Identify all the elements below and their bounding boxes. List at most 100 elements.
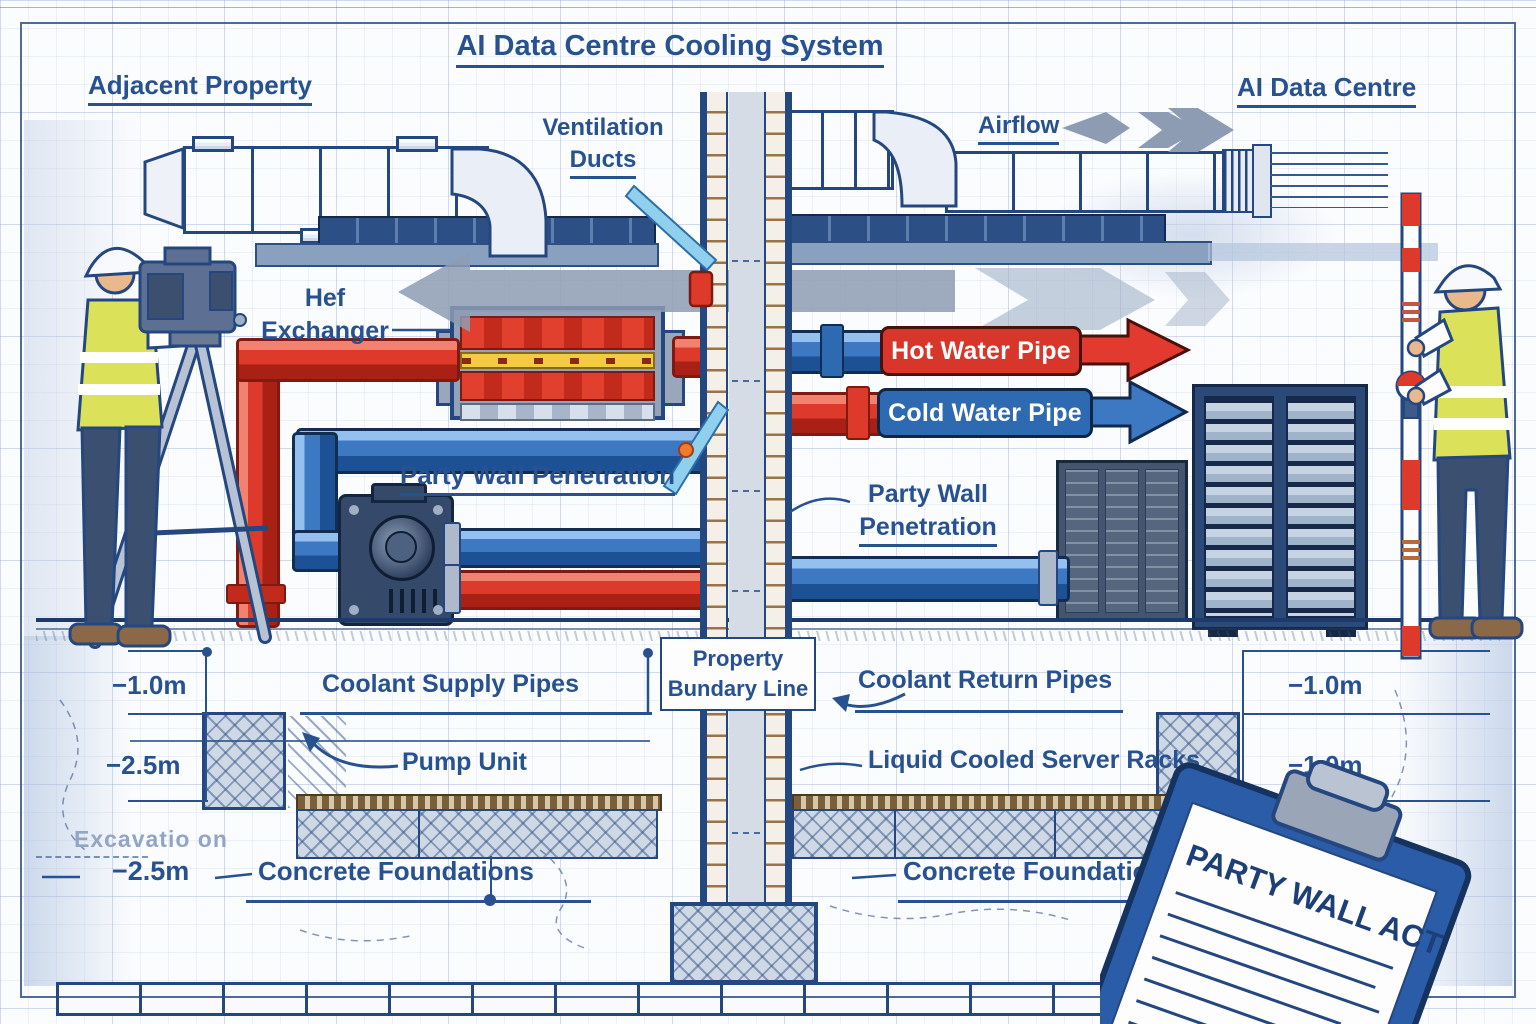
wall-footing (670, 902, 818, 984)
right-band-extension (1208, 243, 1438, 261)
pump-bolt (433, 605, 443, 615)
hatch-extension (288, 716, 346, 808)
worker-figure (1395, 192, 1524, 660)
wall-edge (785, 92, 792, 944)
pipe-flange (443, 564, 461, 614)
label-coolant-supply: Coolant Supply Pipes (322, 670, 579, 698)
underline-coolant-supply (300, 712, 652, 715)
theodolite-icon (138, 246, 247, 348)
wall-penetration-sleeve (688, 270, 714, 308)
server-rack-foot (1326, 628, 1356, 637)
clipboard-line (1143, 977, 1358, 1024)
worker-hand (1406, 338, 1426, 358)
pump-unit (338, 483, 454, 626)
vest-stripe (1434, 418, 1510, 430)
hx-gray-row (460, 403, 655, 421)
foundation-block-left (202, 712, 286, 810)
clipboard-clip-top (1306, 760, 1390, 812)
heading-ai-data-centre: AI Data Centre (1237, 72, 1417, 108)
label-ventilation-ducts: Ventilation Ducts (528, 112, 678, 179)
vest-stripe (1436, 386, 1508, 398)
bottom-scale-bar (56, 982, 1236, 1016)
outer-frame-top-line (0, 7, 1536, 8)
dim-tick (1242, 713, 1490, 715)
label-party-wall-penetration-left: Party Wall Penetration (400, 460, 675, 496)
measurement-left-3: −2.5m (112, 856, 190, 886)
vest-stripe (80, 352, 158, 363)
dim-drop-line (490, 856, 492, 902)
worker-pants (1436, 454, 1510, 622)
leader-liquid-cooled (799, 762, 863, 772)
measurement-right-1: −1.0m (1288, 670, 1363, 700)
blue-stub-flange (820, 324, 844, 378)
page-title-text: AI Data Centre Cooling System (456, 30, 884, 68)
airflow-double-arrow-icon (1168, 108, 1234, 152)
hard-hat-icon (1433, 264, 1503, 294)
foundation-slab-right (792, 809, 1182, 859)
dim-vline-left (205, 650, 207, 802)
heat-exchanger-unit (450, 306, 665, 421)
foundation-slab-left (296, 809, 658, 859)
pump-bolt (349, 505, 359, 515)
blue-pipe-wall-to-cabinet (786, 556, 1070, 602)
right-support-rail (790, 214, 1166, 244)
crack-line (539, 849, 591, 951)
clipboard-line (1167, 912, 1376, 989)
crack-line (59, 699, 86, 851)
pump-bolt (433, 505, 443, 515)
duct-outlet-lines (1270, 152, 1388, 208)
red-stub-flange (846, 386, 870, 440)
coolant-return-arrow (843, 692, 906, 708)
label-coolant-return: Coolant Return Pipes (858, 666, 1113, 694)
label-liquid-cooled: Liquid Cooled Server Racks (868, 746, 1201, 774)
levelling-staff-icon (1395, 192, 1427, 660)
dashed-depth-line (36, 856, 148, 858)
wall-dash-mark (732, 832, 760, 834)
clipboard-line (1151, 955, 1342, 1024)
right-duct-elbow (872, 110, 958, 208)
blue-pipe-under-hx (296, 428, 714, 474)
pointer-needle-icon (662, 400, 730, 496)
server-rack-column (1204, 396, 1274, 618)
wall-edge (700, 92, 707, 944)
underline-concrete-right (898, 900, 1228, 903)
red-pipe-to-hx (236, 338, 460, 382)
leader-line (130, 740, 650, 742)
dim-tick (128, 650, 208, 652)
property-boundary-box: Property Bundary Line (660, 637, 816, 711)
leader-party-wall-right (789, 497, 851, 514)
cold-water-pipe-badge: Cold Water Pipe (877, 388, 1093, 438)
clipboard-line (1159, 934, 1380, 1014)
hx-hot-row (460, 316, 655, 350)
left-vent-duct-flange-tab (192, 136, 234, 152)
blueprint-frame (20, 22, 1516, 998)
dim-tick (128, 713, 208, 715)
left-duct-elbow (450, 147, 548, 258)
hx-yellow-row (460, 352, 655, 369)
left-duct-nose (143, 146, 185, 231)
surveyor-figure (68, 246, 272, 649)
worker-boot (116, 624, 172, 648)
label-party-wall-penetration-right: Party Wall Penetration (848, 478, 1008, 547)
cabinet-door (1065, 469, 1099, 613)
right-support-band (790, 241, 1212, 265)
heading-adjacent-property: Adjacent Property (88, 70, 312, 106)
worker-pants (80, 426, 122, 628)
party-wall-act-clipboard: PARTY WALL ACT (1100, 760, 1472, 1024)
pump-vent-slats (389, 589, 441, 613)
wall-dash-mark (732, 260, 760, 262)
pipe-flange (1038, 550, 1058, 606)
pump-unit-arrow (310, 740, 399, 769)
label-airflow: Airflow (978, 112, 1060, 145)
label-pump-unit: Pump Unit (402, 748, 527, 776)
measurement-left-1: −1.0m (112, 670, 187, 700)
worker-boot (1470, 616, 1524, 640)
underline-coolant-return (855, 710, 1123, 713)
hot-pipe-arrow-icon (1070, 317, 1192, 383)
wall-dash-mark (732, 380, 760, 382)
clipboard-line (1135, 999, 1335, 1024)
wash-left-underground (24, 636, 134, 986)
airflow-mass-left-arrow (398, 252, 955, 332)
cabinet-door (1145, 469, 1179, 613)
